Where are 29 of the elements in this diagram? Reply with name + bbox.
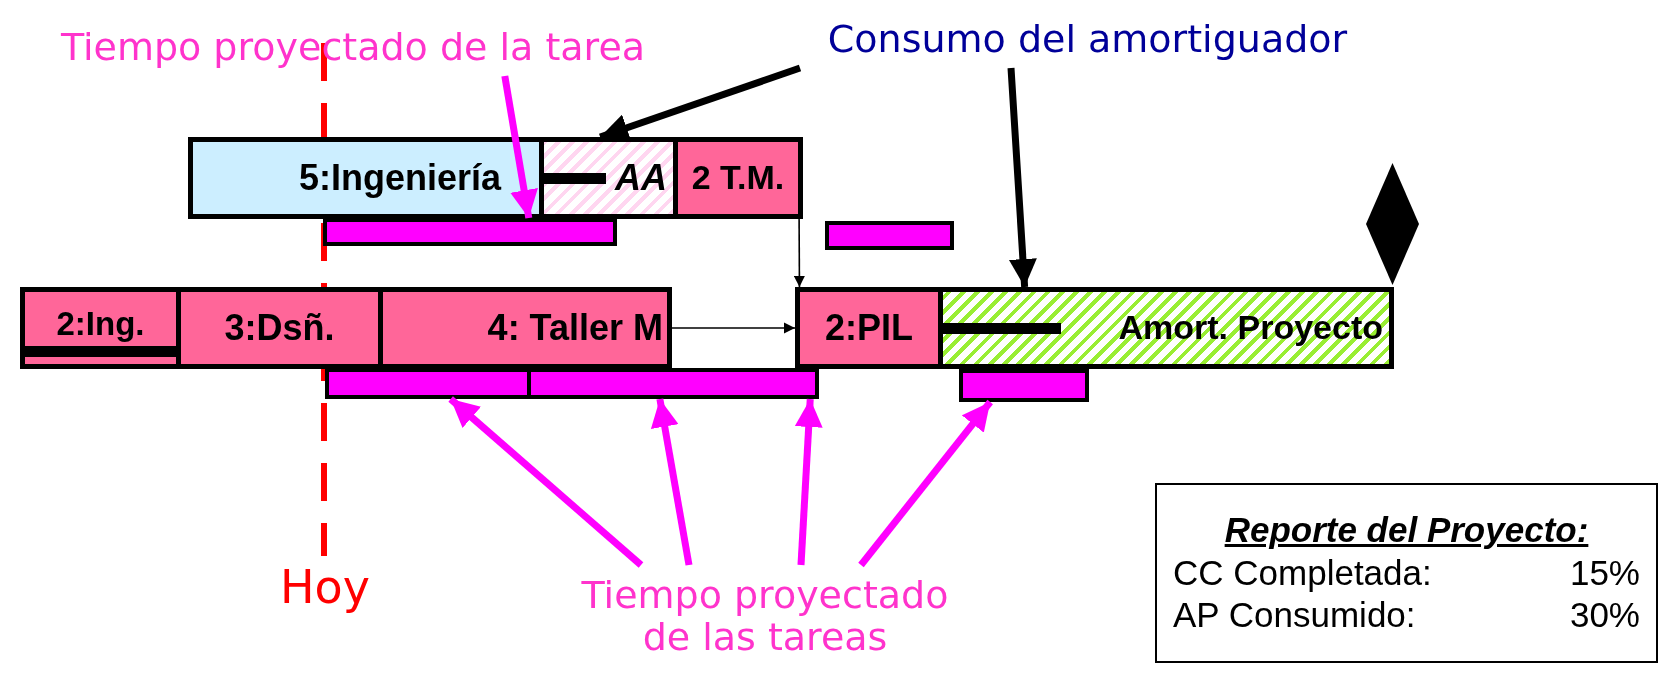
task-label: 2 T.M.	[691, 159, 785, 197]
task-label: 2:Ing.	[56, 305, 145, 343]
today-label: Hoy	[280, 562, 370, 613]
task-label: 3:Dsñ.	[224, 308, 335, 348]
dependency-arrow	[671, 322, 796, 334]
report-title: Reporte del Proyecto:	[1224, 511, 1589, 550]
task-label: 4: Taller M	[487, 308, 663, 348]
report-panel	[1155, 483, 1658, 663]
leader-arrow	[794, 398, 823, 566]
report-value: 30%	[1569, 596, 1640, 635]
projected-time-bar	[959, 369, 1089, 402]
annotation-text: Tiempo proyectado de las tareas	[580, 575, 950, 659]
dependency-arrow	[793, 218, 805, 288]
projected-time-bar	[825, 221, 954, 250]
leader-arrow	[858, 399, 993, 568]
task-label: 5:Ingeniería	[298, 158, 501, 198]
projected-time-bar	[323, 218, 617, 246]
task-label: AA	[615, 158, 667, 198]
report-label: AP Consumido:	[1173, 596, 1416, 635]
task-label: 2:PIL	[825, 308, 913, 348]
milestone-diamond	[1366, 163, 1419, 285]
leader-arrow	[1007, 67, 1037, 288]
leader-arrow	[650, 398, 693, 566]
report-value: 15%	[1569, 553, 1640, 593]
annotation-text: Consumo del amortiguador	[827, 19, 1348, 61]
annotation-text: Tiempo proyectado de la tarea	[60, 27, 646, 69]
leader-arrow	[501, 75, 538, 219]
leader-arrow	[448, 396, 644, 568]
report-label: CC Completada:	[1173, 553, 1432, 593]
